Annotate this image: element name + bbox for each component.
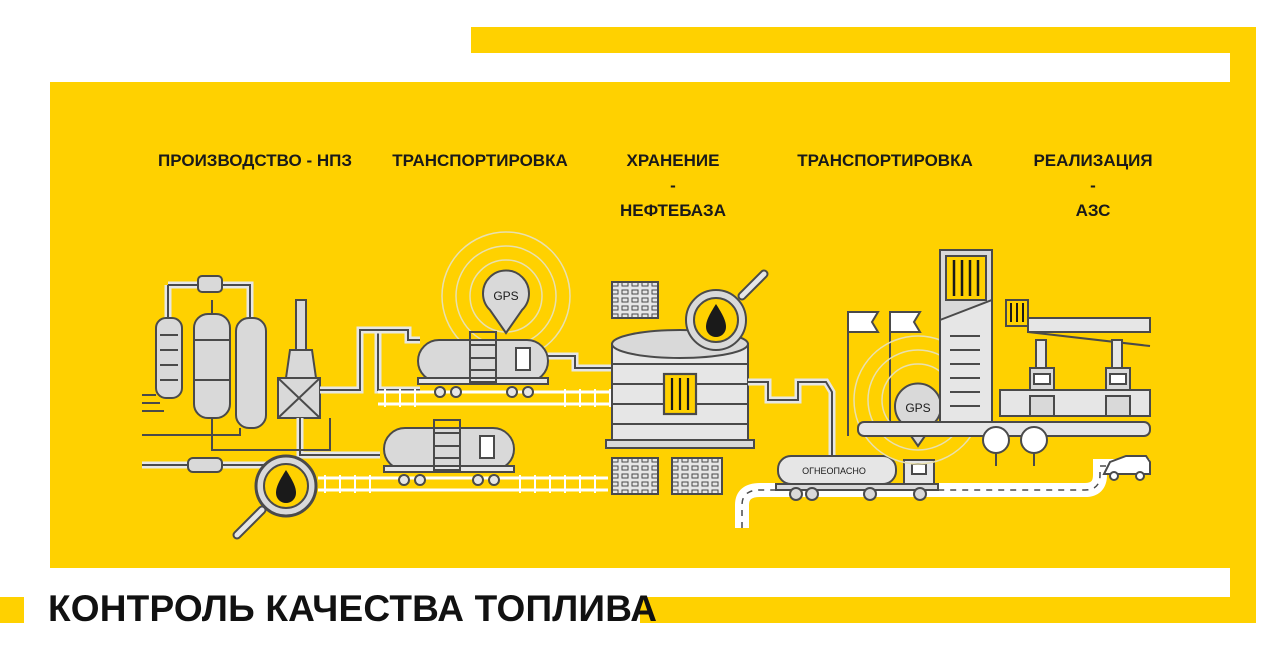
stage-label-transport-1: ТРАНСПОРТИРОВКА	[392, 151, 568, 170]
refinery-icon	[142, 275, 420, 473]
frame-top-bar	[471, 27, 1256, 53]
stage-label-retail: РЕАЛИЗАЦИЯ - АЗС	[1033, 151, 1153, 220]
rail-track-upper	[378, 389, 615, 407]
brand-logo-icon	[945, 255, 987, 301]
car-icon	[1102, 455, 1151, 481]
stage-label-storage: ХРАНЕНИЕ - НЕФТЕБАЗА	[620, 151, 726, 220]
road-path	[735, 459, 1150, 528]
frame-bottom-bar	[640, 597, 1256, 623]
gps-marker-icon: GPS	[441, 231, 571, 361]
page-caption: КОНТРОЛЬ КАЧЕСТВА ТОПЛИВА	[48, 588, 658, 629]
stage-label-production: ПРОИЗВОДСТВО - НПЗ	[158, 151, 352, 170]
brand-logo-icon	[662, 372, 698, 416]
rail-tank-car-lower	[383, 419, 515, 486]
frame-right-bar	[1230, 27, 1256, 623]
truck-label: ОГНЕОПАСНО	[802, 466, 866, 476]
brand-logo-icon	[1005, 299, 1029, 327]
flags-icon	[847, 311, 922, 436]
frame-left-tick	[0, 597, 24, 623]
rail-track-lower	[318, 475, 608, 493]
stage-label-transport-2: ТРАНСПОРТИРОВКА	[797, 151, 973, 170]
rail-tank-car-upper	[417, 331, 549, 398]
gps-label-1: GPS	[493, 289, 518, 303]
trees-icon	[982, 426, 1048, 466]
fuel-truck-icon: ОГНЕОПАСНО	[775, 455, 939, 501]
oil-depot-tank-icon	[605, 269, 769, 495]
quality-magnifier-icon	[232, 454, 318, 540]
gps-label-2: GPS	[905, 401, 930, 415]
